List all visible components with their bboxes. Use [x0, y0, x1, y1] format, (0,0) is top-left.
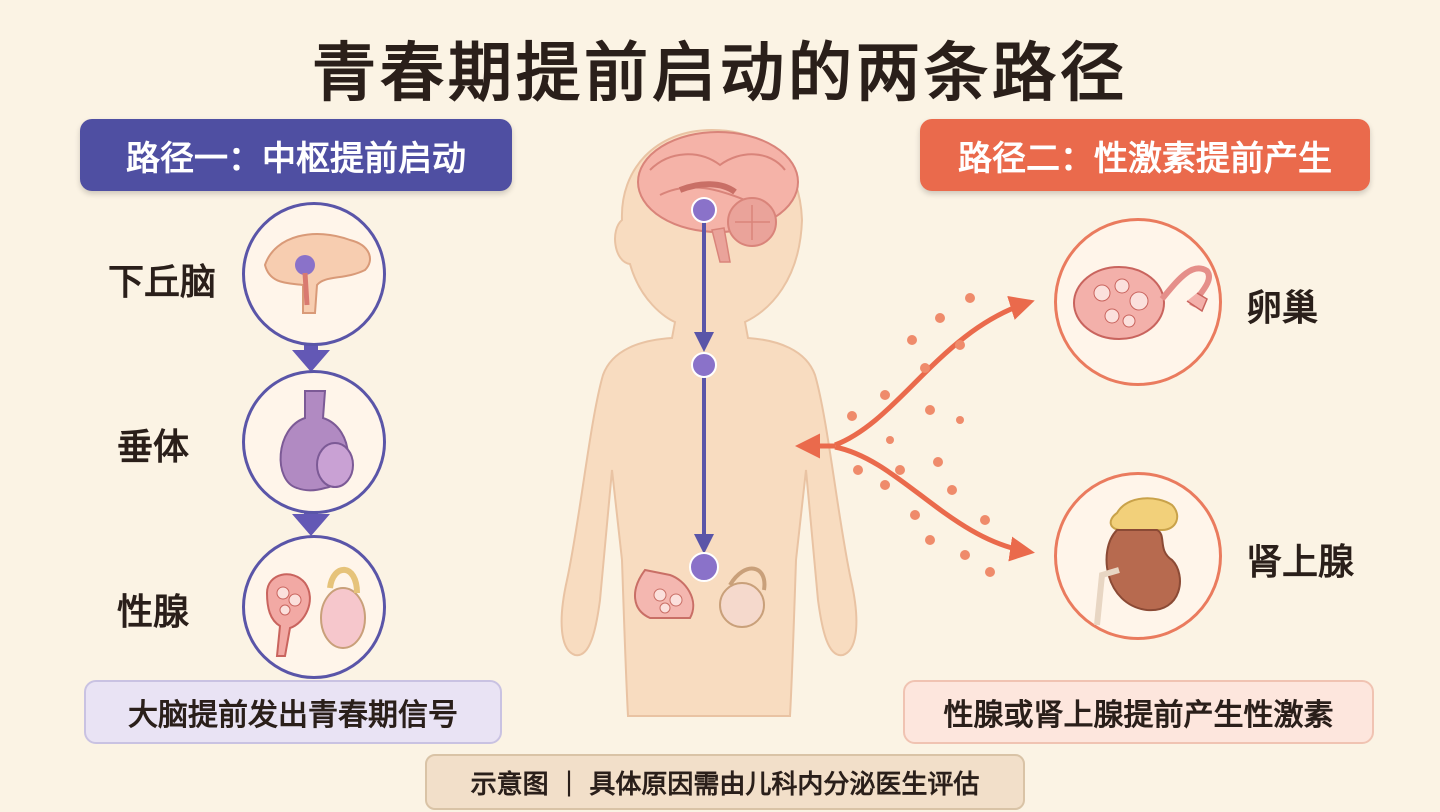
ovary-icon	[1073, 265, 1212, 340]
step-label-pituitary: 垂体	[117, 427, 190, 468]
kidney-adrenal-icon	[1094, 497, 1181, 626]
gonad-icon	[265, 566, 366, 657]
source-label-adrenal: 肾上腺	[1246, 542, 1355, 583]
pituitary-circle	[242, 370, 386, 514]
path1-heading: 路径一：中枢提前启动	[80, 119, 512, 191]
body-testis-icon	[719, 566, 767, 628]
source-label-ovary: 卵巢	[1246, 288, 1319, 329]
step-label-gonad: 性腺	[117, 592, 190, 633]
ovary-circle	[1054, 218, 1222, 386]
brain-icon	[637, 131, 799, 263]
body-ovary-icon	[633, 568, 695, 619]
path2-heading: 路径二：性激素提前产生	[920, 119, 1370, 191]
hypothalamus-icon	[263, 233, 371, 314]
path1-summary: 大脑提前发出青春期信号	[84, 680, 502, 744]
step-label-hypothalamus: 下丘脑	[108, 262, 217, 303]
path2-summary: 性腺或肾上腺提前产生性激素	[903, 680, 1374, 744]
footer-left: 示意图	[470, 769, 549, 800]
hypothalamus-circle	[242, 202, 386, 346]
footer-separator: |	[564, 767, 574, 797]
footer-note: 示意图 | 具体原因需由儿科内分泌医生评估	[425, 754, 1025, 810]
pituitary-icon	[279, 390, 354, 492]
hormone-dots	[847, 293, 995, 577]
gonad-circle	[242, 535, 386, 679]
child-silhouette	[560, 128, 858, 717]
page-title: 青春期提前启动的两条路径	[312, 37, 1128, 111]
adrenal-circle	[1054, 472, 1222, 640]
footer-right: 具体原因需由儿科内分泌医生评估	[589, 769, 980, 800]
hormone-arrows	[795, 296, 1035, 562]
